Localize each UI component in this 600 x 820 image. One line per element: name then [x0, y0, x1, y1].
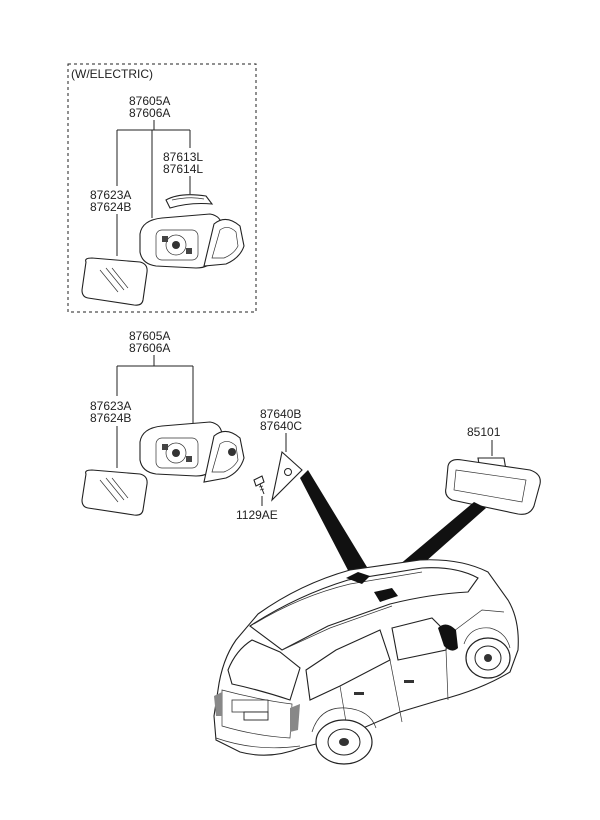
electric-mirror-housing: [139, 213, 223, 269]
label-manual-87624b: 87624B: [90, 411, 131, 425]
label-electric-87624b: 87624B: [90, 200, 131, 214]
vehicle-garnish-location: [346, 572, 370, 584]
electric-mirror-cover: [165, 194, 214, 209]
label-screw-1129ae: 1129AE: [236, 508, 278, 522]
vehicle-inside-mirror-location: [374, 588, 398, 602]
manual-mirror-base: [203, 430, 245, 483]
label-electric-87605a: 87605A: [129, 94, 170, 108]
label-manual-87605a: 87605A: [129, 329, 170, 343]
label-inside-mirror-85101: 85101: [467, 425, 501, 439]
electric-leader-lines: [116, 120, 191, 256]
label-manual-87606a: 87606A: [129, 341, 170, 355]
manual-leader-lines: [116, 355, 194, 468]
label-electric-87623a: 87623A: [90, 188, 131, 202]
pointer-to-garnish: [300, 470, 370, 578]
label-electric-87614l: 87614L: [163, 162, 203, 176]
manual-mirror-glass: [81, 469, 148, 516]
label-garnish-87640b: 87640B: [260, 407, 301, 421]
electric-option-box: [67, 63, 257, 313]
garnish-triangle: [271, 450, 303, 502]
electric-caption: (W/ELECTRIC): [71, 67, 153, 81]
electric-mirror-glass: [81, 257, 148, 306]
label-manual-87623a: 87623A: [90, 399, 131, 413]
inside-rearview-mirror: [445, 457, 541, 515]
label-electric-87606a: 87606A: [129, 106, 170, 120]
label-garnish-87640c: 87640C: [260, 419, 302, 433]
electric-mirror-base: [203, 218, 245, 267]
vehicle-outside-mirror-location: [438, 624, 458, 651]
label-electric-87613l: 87613L: [163, 150, 203, 164]
manual-mirror-housing: [139, 421, 223, 477]
screw-icon: [253, 475, 265, 495]
vehicle-illustration: [213, 559, 519, 765]
